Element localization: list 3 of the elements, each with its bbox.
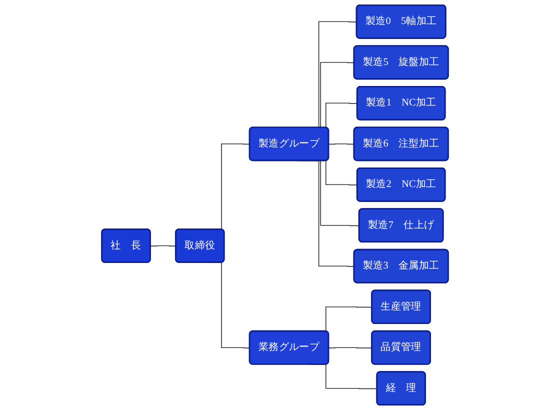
connector	[328, 347, 372, 348]
connector	[150, 245, 176, 246]
connector	[328, 143, 355, 145]
